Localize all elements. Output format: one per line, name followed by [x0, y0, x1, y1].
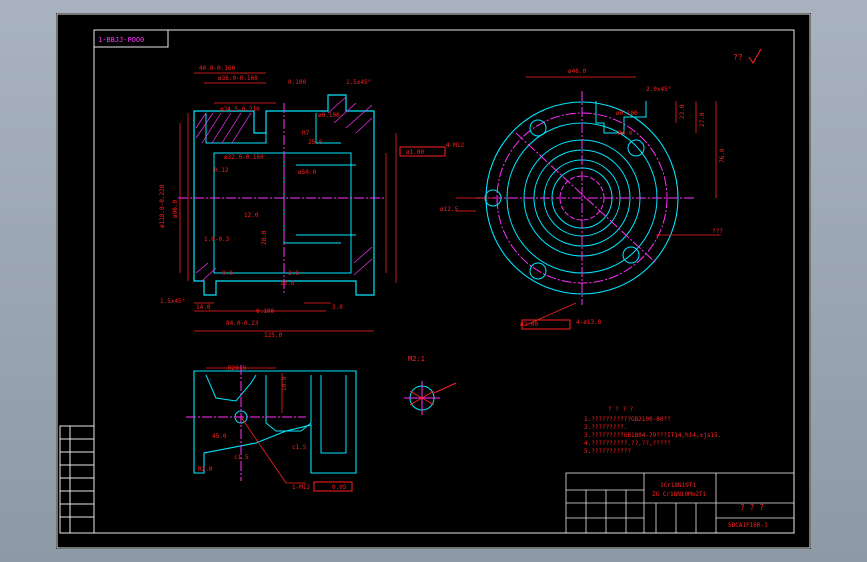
- drawing-id-text: 1-BBJJ-POO0: [98, 36, 144, 44]
- dim-label: 2.0x45°: [646, 86, 671, 93]
- dim-label: ø0.100: [318, 112, 340, 119]
- dim-label: ø46.0: [568, 68, 586, 75]
- note-line: 5.???????????: [584, 448, 631, 455]
- dim-label: 125.0: [264, 332, 282, 339]
- title-block: [565, 472, 795, 534]
- material-name: ZG Cr18Ni9Mo2Ti: [652, 491, 707, 498]
- dim-label: 2.0: [288, 270, 299, 277]
- dim-label: ø96.0: [172, 200, 179, 218]
- section-view: 40.0-0.160 ø36.0-0.160 0.100 1.5x45° ø24…: [159, 65, 397, 339]
- roughness-note: ??: [733, 53, 743, 62]
- dim-label: 9.0: [222, 270, 233, 277]
- dim-label: 45.0: [212, 433, 227, 440]
- notes-title: ? ? ? ?: [608, 406, 634, 413]
- bottom-view: R20.0 10.0 45.0 R2.0 c1.5 c1.5 1-M12 0.0…: [186, 365, 357, 492]
- dim-label: R4.0: [618, 130, 633, 137]
- material-sub: 1Cr18Ni9Ti: [660, 482, 697, 489]
- dim-label: 25.0: [308, 139, 323, 146]
- dim-label: 23.0: [679, 104, 686, 119]
- dim-label: ø118.0-0.220: [159, 184, 166, 228]
- roughness-symbol: [748, 48, 762, 64]
- dim-label: 14.0: [196, 304, 211, 311]
- dim-label: R20.0: [228, 365, 246, 372]
- dim-label: 1.5x45°: [160, 298, 185, 305]
- dim-label: 28.0: [261, 230, 268, 245]
- dim-label: 4-ø13.0: [576, 319, 602, 326]
- dim-label: 84.0-0.23: [226, 320, 259, 327]
- dim-label: ø12.5: [440, 206, 458, 213]
- dim-label: 0.12: [214, 167, 229, 174]
- dim-label: ???: [712, 228, 723, 235]
- note-line: 2.?????????.: [584, 424, 627, 431]
- dim-label: 13.0: [280, 280, 295, 287]
- note-line: 4.??????????.??,??,?????: [584, 440, 671, 447]
- revision-table: [59, 425, 95, 534]
- dim-label: 10.0: [281, 376, 288, 391]
- dim-label: ø0.100: [616, 110, 638, 117]
- note-line: 3.?????????GB1804-79???IT14,h14,±js15.: [584, 432, 721, 439]
- dim-label: 3.0: [332, 304, 343, 311]
- dim-label: 40.0-0.160: [199, 65, 236, 72]
- dim-label: 0.100: [288, 79, 306, 86]
- note-line: 1.???????????GB2100-80??: [584, 416, 671, 423]
- drawing-id-box: [93, 29, 169, 48]
- dim-label: ø2.00: [520, 321, 538, 328]
- drawing-canvas[interactable]: 1-BBJJ-POO0 ??: [56, 13, 811, 549]
- part-name: ? ? ?: [740, 503, 764, 512]
- sheet-inner-frame: [93, 29, 795, 534]
- drawing-code: SDCA1F16R-1: [728, 522, 768, 529]
- dim-label: 0.05: [332, 484, 347, 491]
- dim-label: c1.5: [292, 444, 307, 451]
- dim-label: 4-M12: [446, 142, 464, 149]
- dim-label: 76.0: [719, 148, 726, 163]
- technical-notes: ? ? ? ? 1.???????????GB2100-80?? 2.?????…: [584, 406, 721, 455]
- dim-label: R2.0: [198, 466, 213, 473]
- dim-label: 1.0-0.3: [204, 236, 230, 243]
- dim-label: R7: [302, 130, 310, 137]
- dim-label: c1.5: [234, 454, 249, 461]
- circular-view: ø46.0 2.0x45° ø0.100 ø1.00 4-M12 ø12.5 ø…: [399, 68, 726, 330]
- detail-label: M2:1: [408, 355, 425, 363]
- dim-label: 1.5x45°: [346, 79, 371, 86]
- detail-view: M2:1: [404, 355, 457, 415]
- dim-label: 27.0: [699, 112, 706, 127]
- dim-label: 0.100: [256, 308, 274, 315]
- dim-label: ø36.0-0.160: [218, 75, 258, 82]
- dim-label: ø1.00: [406, 149, 424, 156]
- sheet-outer-frame: [56, 13, 811, 549]
- dim-label: 12.0: [244, 212, 259, 219]
- dim-label: ø24.5-0.210: [220, 106, 260, 113]
- dim-label: ø50.0: [298, 169, 316, 176]
- dim-label: ø32.0-0.160: [224, 154, 264, 161]
- cad-drawing: 1-BBJJ-POO0 ??: [56, 13, 811, 549]
- dim-label: 1-M12: [292, 484, 310, 491]
